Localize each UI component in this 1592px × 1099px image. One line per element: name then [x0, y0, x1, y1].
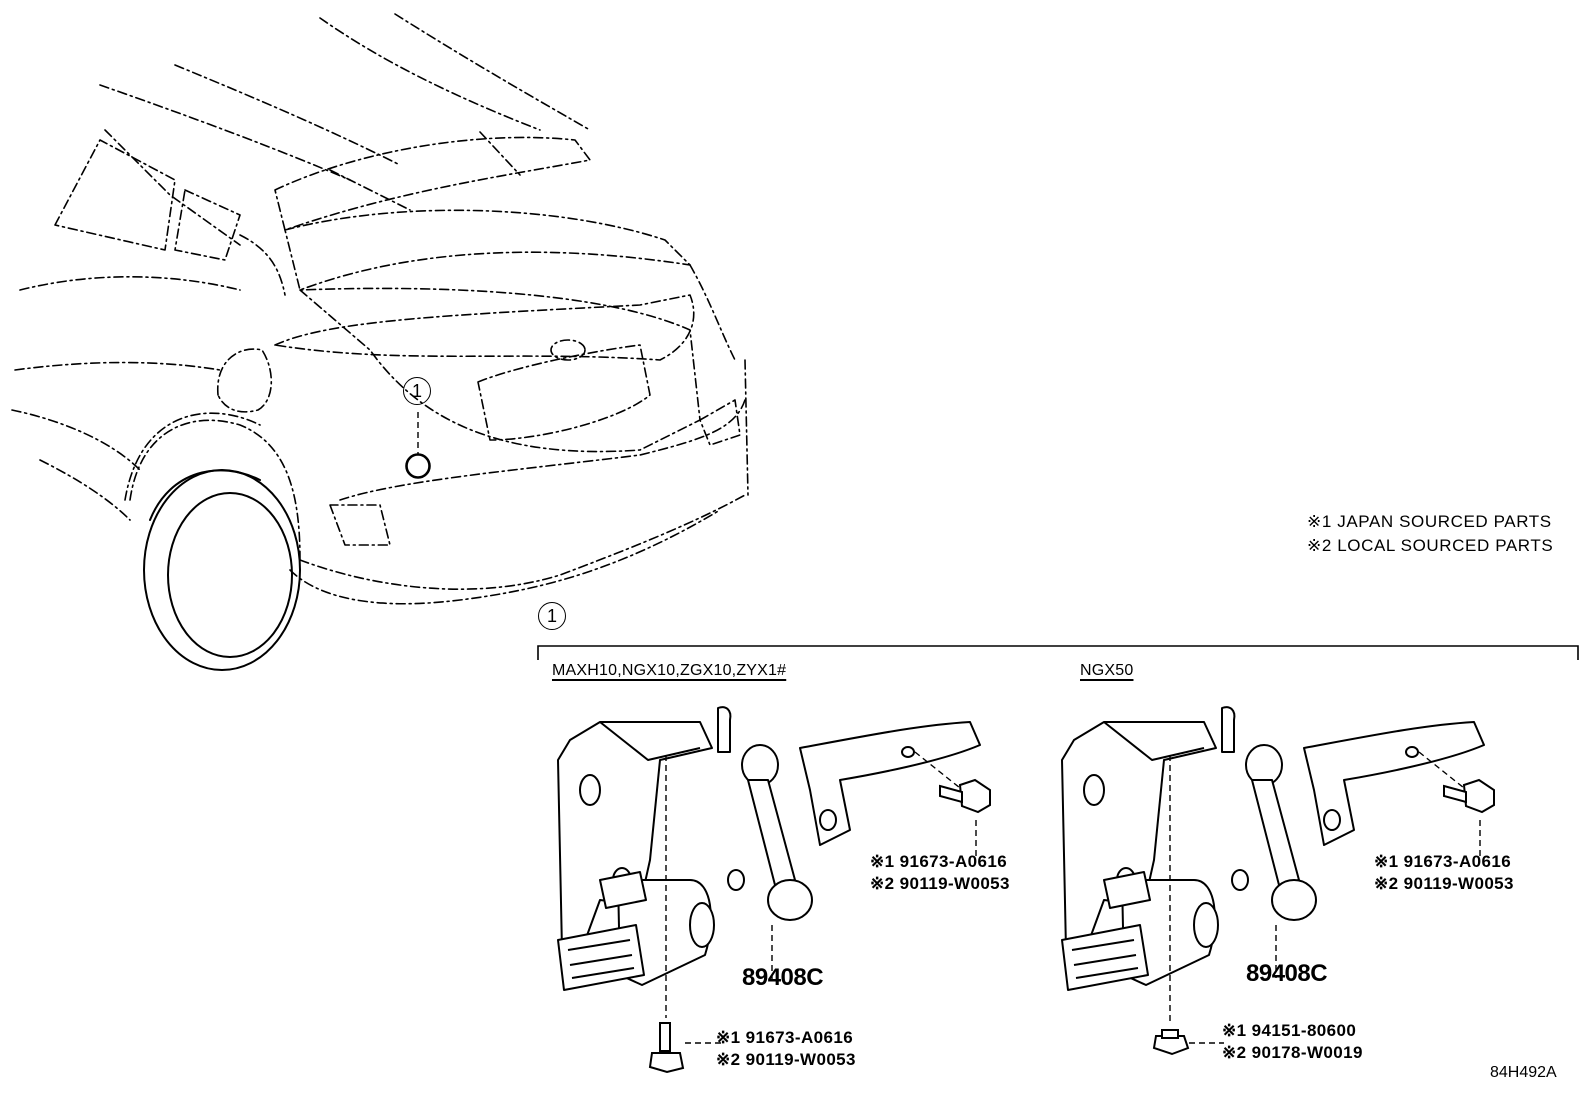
diagram-code: 84H492A: [1490, 1064, 1557, 1081]
note-japan-sourced: ※1 JAPAN SOURCED PARTS: [1307, 512, 1552, 531]
model-label-left: MAXH10,NGX10,ZGX10,ZYX1#: [552, 662, 787, 679]
lower-bolt-left-local: ※2 90119-W0053: [716, 1050, 856, 1069]
note-local-sourced: ※2 LOCAL SOURCED PARTS: [1307, 536, 1554, 555]
sensor-part-number-right: 89408C: [1246, 960, 1328, 987]
sensor-part-number-left: 89408C: [742, 964, 824, 991]
model-label-right: NGX50: [1080, 662, 1134, 679]
callout-1-vehicle: 1: [403, 377, 431, 405]
lower-nut-right-japan: ※1 94151-80600: [1222, 1021, 1357, 1040]
upper-bolt-right-local: ※2 90119-W0053: [1374, 874, 1514, 893]
callout-1-detail: 1: [538, 602, 566, 630]
upper-bolt-left-japan: ※1 91673-A0616: [870, 852, 1008, 871]
upper-bolt-left-local: ※2 90119-W0053: [870, 874, 1010, 893]
lower-nut-right-local: ※2 90178-W0019: [1222, 1043, 1363, 1062]
lower-bolt-left-japan: ※1 91673-A0616: [716, 1028, 854, 1047]
upper-bolt-right-japan: ※1 91673-A0616: [1374, 852, 1512, 871]
